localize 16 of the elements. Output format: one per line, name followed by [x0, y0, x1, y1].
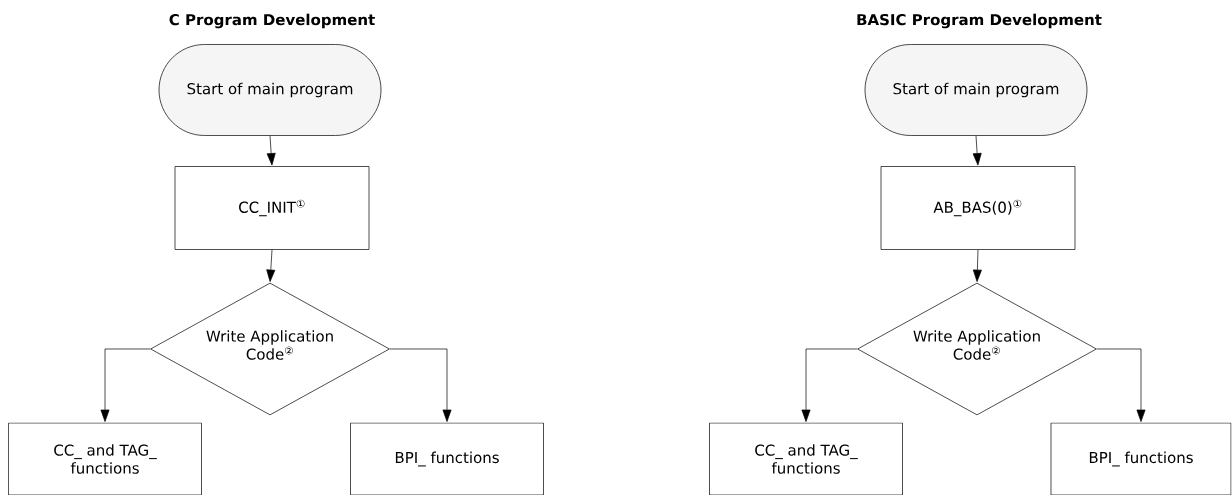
arrow [266, 135, 276, 166]
process-box: CC_ and TAG_ functions [709, 422, 903, 495]
process-box: BPI_ functions [1050, 422, 1232, 495]
arrow [266, 249, 276, 282]
process-box: CC_ and TAG_ functions [8, 422, 202, 495]
process-box: AB_BAS(0)$^{①}$ [880, 166, 1076, 250]
process-box: BPI_ functions [350, 422, 544, 495]
process-box: CC_INIT$^{①}$ [174, 166, 370, 250]
section-title: C Program Development [169, 13, 375, 29]
section-title: BASIC Program Development [857, 13, 1102, 29]
arrow [389, 348, 452, 422]
arrow [100, 348, 151, 422]
arrow [972, 135, 982, 166]
arrow [1096, 348, 1146, 422]
arrow [972, 249, 982, 282]
arrow [801, 348, 858, 422]
